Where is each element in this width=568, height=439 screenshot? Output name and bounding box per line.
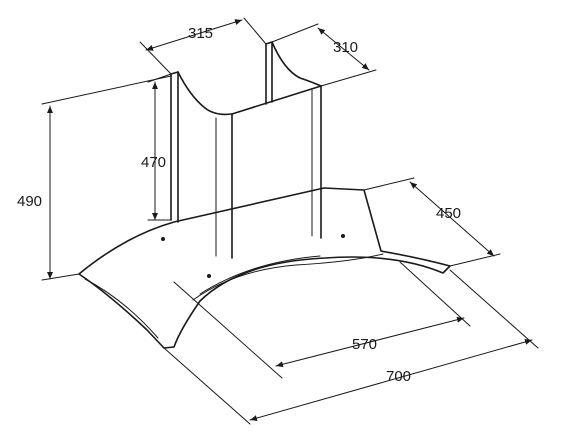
motor-body-curve bbox=[199, 255, 321, 295]
dimension-label-450: 450 bbox=[436, 205, 461, 222]
dimension-label-315: 315 bbox=[188, 25, 213, 42]
chimney-front-panel bbox=[177, 71, 233, 259]
dimension-450: 450 bbox=[363, 177, 501, 267]
chimney-right-panel bbox=[231, 85, 322, 239]
dimension-310: 310 bbox=[271, 23, 377, 87]
dimension-label-470: 470 bbox=[141, 154, 166, 171]
dimension-470: 470 bbox=[141, 73, 172, 221]
dimension-label-490: 490 bbox=[17, 193, 42, 210]
chimney-left-face bbox=[170, 71, 179, 223]
screw-dot bbox=[207, 274, 211, 278]
screw-dot bbox=[161, 237, 165, 241]
dimension-label-700: 700 bbox=[386, 368, 411, 385]
dimension-label-310: 310 bbox=[333, 39, 358, 56]
dimension-315: 315 bbox=[139, 17, 267, 75]
dimension-700: 700 bbox=[163, 269, 539, 425]
canopy-front-edge bbox=[84, 278, 159, 339]
hood-outline bbox=[78, 41, 451, 349]
dimension-490: 490 bbox=[17, 75, 172, 281]
glass-canopy-outline bbox=[78, 187, 451, 349]
motor-body-lower-edge bbox=[192, 253, 384, 301]
dimension-570: 570 bbox=[173, 261, 471, 379]
dimension-label-570: 570 bbox=[352, 336, 377, 353]
screw-dot bbox=[341, 234, 345, 238]
